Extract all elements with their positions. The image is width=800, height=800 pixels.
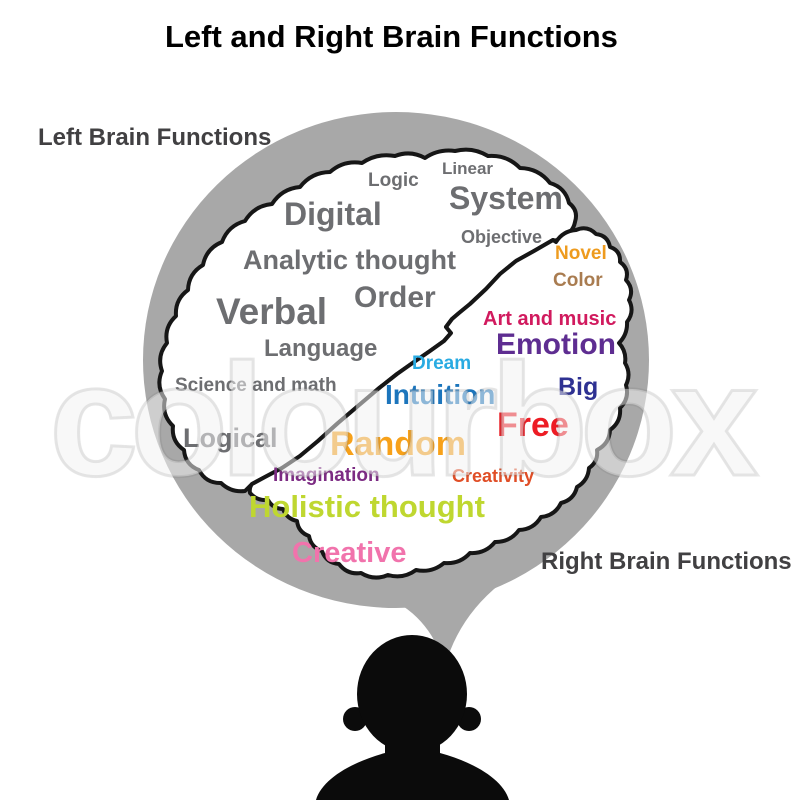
head [357, 635, 467, 753]
right-brain-word-holistic-thought: Holistic thought [249, 489, 485, 524]
right-brain-word-novel: Novel [555, 243, 607, 264]
left-brain-word-order: Order [354, 281, 436, 314]
right-brain-word-dream: Dream [412, 353, 472, 374]
left-brain-word-verbal: Verbal [216, 291, 328, 332]
right-brain-word-imagination: Imagination [273, 465, 380, 486]
right-brain-word-emotion: Emotion [496, 328, 616, 361]
left-brain-label: Left Brain Functions [38, 124, 272, 151]
left-brain-word-language: Language [264, 335, 378, 362]
thought-bubble-tail [398, 584, 500, 666]
right-brain-word-intuition: Intuition [385, 379, 496, 410]
left-brain-word-analytic-thought: Analytic thought [243, 245, 456, 275]
left-brain-word-objective: Objective [461, 227, 543, 247]
left-brain-word-logic: Logic [368, 170, 419, 191]
right-brain-word-color: Color [553, 270, 603, 291]
shoulders [316, 726, 509, 800]
right-brain-word-creative: Creative [292, 537, 407, 569]
right-brain-word-big: Big [558, 373, 599, 401]
right-brain-word-random: Random [330, 425, 466, 463]
right-brain-lobe [247, 226, 634, 580]
left-brain-word-system: System [449, 180, 563, 216]
left-brain-word-linear: Linear [442, 159, 494, 178]
person-silhouette [316, 635, 509, 800]
right-brain-label: Right Brain Functions [541, 548, 792, 575]
right-brain-word-art-and-music: Art and music [483, 308, 617, 330]
left-brain-word-logical: Logical [183, 423, 278, 453]
page-title: Left and Right Brain Functions [165, 19, 618, 54]
left-brain-word-digital: Digital [284, 196, 382, 232]
right-brain-word-free: Free [497, 406, 569, 444]
left-brain-word-science-and-math: Science and math [175, 375, 337, 396]
right-brain-word-creativity: Creativity [452, 466, 535, 486]
